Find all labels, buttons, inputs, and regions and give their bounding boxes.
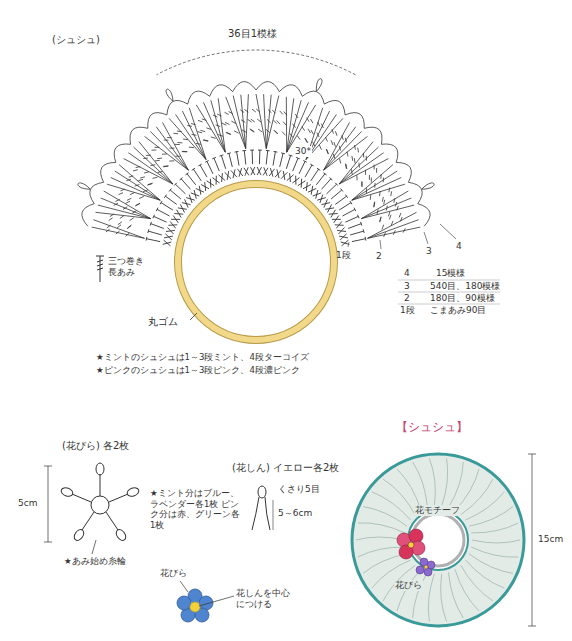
stitch-stroke xyxy=(356,458,520,621)
chart-title: (シュシュ) xyxy=(52,34,100,47)
colour-note: ★ミントのシュシュは1～3段ミント、4段ターコイズ xyxy=(96,352,309,363)
part-label: 丸ゴム xyxy=(148,316,178,329)
table-cell: 15模様 xyxy=(436,268,465,279)
symbol-label: 三つ巻き 長あみ xyxy=(108,256,148,277)
row-number: 3 xyxy=(426,246,432,257)
stitch-symbol xyxy=(96,256,104,282)
part-label: 花モチーフ xyxy=(414,505,461,516)
petal-chart xyxy=(44,463,140,554)
stitch-chart xyxy=(78,50,456,249)
stitch-stroke xyxy=(157,50,356,75)
dimension-label: 5cm xyxy=(18,498,37,509)
stitch-stroke xyxy=(348,224,456,249)
table-cell: 4 xyxy=(404,268,410,279)
stitch-label: くさり5目 xyxy=(278,484,320,495)
dimension-label: 5～6cm xyxy=(278,508,312,519)
stitch-mark: 30* xyxy=(294,146,312,157)
stitch-stroke xyxy=(92,94,421,238)
stitch-stroke xyxy=(78,79,434,227)
stitch-stroke xyxy=(146,150,366,242)
note-label: ★あみ始め糸輪 xyxy=(64,556,126,567)
repeat-label: 36目1模様 xyxy=(228,28,277,41)
part-title: (花しん) イエロー各2枚 xyxy=(232,462,339,475)
flower-centre-chart xyxy=(252,486,273,530)
leader-line xyxy=(190,313,197,320)
part-label: 花びら xyxy=(160,568,187,579)
elastic-ring xyxy=(178,184,334,340)
assembly-note: 花しんを中心につける xyxy=(236,588,296,609)
dimension-label: 15cm xyxy=(538,534,563,545)
colour-note: ★ピンクのシュシュは1～3段ピンク、4段濃ピンク xyxy=(96,365,300,376)
table-rule xyxy=(398,280,500,304)
elastic-ring-outline xyxy=(178,184,334,340)
row-number: 4 xyxy=(456,241,462,252)
colour-note: ★ミント分はブルー、ラベンダー各1枚 ピンク分は赤、グリーン各1枚 xyxy=(150,488,242,531)
section-title: 【シュシュ】 xyxy=(396,420,468,435)
part-label: 花びら xyxy=(394,580,423,591)
flower-illustration xyxy=(177,581,234,622)
table-cell: 1段 xyxy=(400,305,415,316)
table-cell: 2 xyxy=(404,293,410,304)
row-number: 2 xyxy=(376,251,382,262)
table-cell: 540目、180模様 xyxy=(430,281,500,292)
row-number: 1段 xyxy=(336,250,351,261)
table-cell: 3 xyxy=(404,281,410,292)
table-cell: 180目、90模様 xyxy=(430,293,495,304)
part-title: (花びら) 各2枚 xyxy=(62,440,129,453)
table-cell: こまあみ90目 xyxy=(430,305,486,316)
scrunchie-illustration xyxy=(352,454,536,626)
